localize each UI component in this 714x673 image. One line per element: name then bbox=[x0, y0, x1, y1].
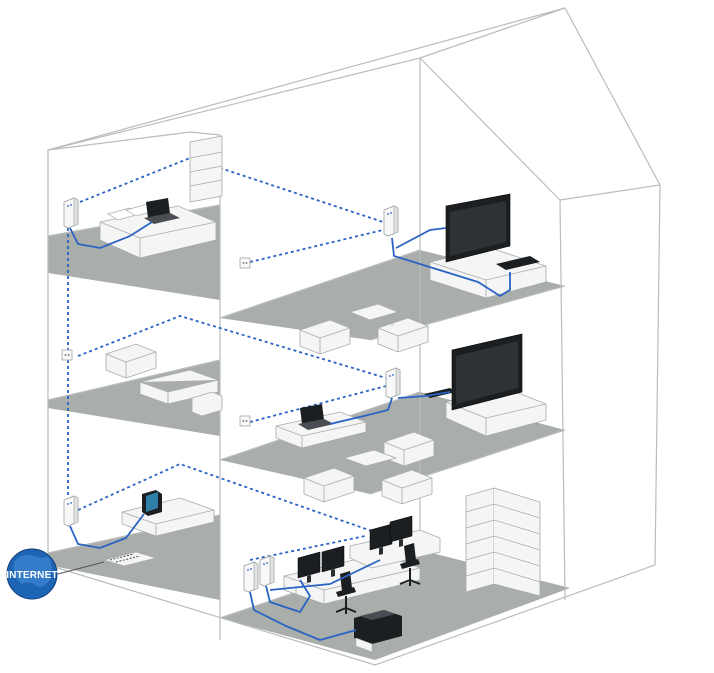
entry-ground bbox=[57, 490, 215, 575]
office-ground bbox=[243, 487, 541, 653]
sofa-icon bbox=[105, 343, 157, 379]
power-socket-icon bbox=[239, 415, 251, 427]
power-socket-icon bbox=[239, 257, 251, 269]
internet-label: INTERNET bbox=[6, 570, 58, 581]
set-top-box bbox=[496, 256, 540, 270]
tv-icon bbox=[445, 193, 511, 263]
powerline-adapter-icon bbox=[243, 561, 259, 593]
power-socket-icon bbox=[61, 349, 73, 361]
coffee-table bbox=[139, 369, 219, 405]
shelf-icon bbox=[189, 135, 223, 203]
lan-cable bbox=[249, 559, 381, 641]
shelf-icon bbox=[465, 487, 541, 597]
living-room-middle bbox=[61, 343, 223, 417]
laptop-icon bbox=[144, 198, 180, 224]
tv-room-attic bbox=[239, 193, 547, 355]
internet-line bbox=[57, 561, 105, 575]
coffee-table bbox=[348, 303, 400, 328]
lan-cable bbox=[329, 391, 451, 425]
lan-cable bbox=[391, 227, 511, 298]
printer-icon bbox=[354, 610, 402, 653]
powerline-adapter-icon bbox=[383, 205, 399, 237]
bed-icon bbox=[99, 203, 217, 259]
powerline-adapter-icon bbox=[63, 495, 79, 527]
lan-cable bbox=[69, 513, 145, 549]
tv-icon bbox=[451, 333, 523, 411]
lan-cable bbox=[69, 221, 153, 249]
laptop-icon bbox=[298, 404, 334, 430]
router-icon bbox=[142, 490, 162, 516]
internet-globe-icon[interactable]: INTERNET bbox=[6, 548, 58, 600]
coffee-table bbox=[342, 449, 398, 474]
armchair bbox=[191, 391, 223, 417]
powerline-adapter-icon bbox=[259, 555, 275, 587]
living-room-tv-middle bbox=[239, 333, 547, 505]
network-switch bbox=[102, 551, 158, 567]
powerline-adapter-icon bbox=[63, 197, 79, 229]
desk bbox=[349, 529, 441, 569]
powerline-adapter-icon bbox=[385, 367, 401, 399]
bedroom-attic bbox=[63, 135, 223, 259]
